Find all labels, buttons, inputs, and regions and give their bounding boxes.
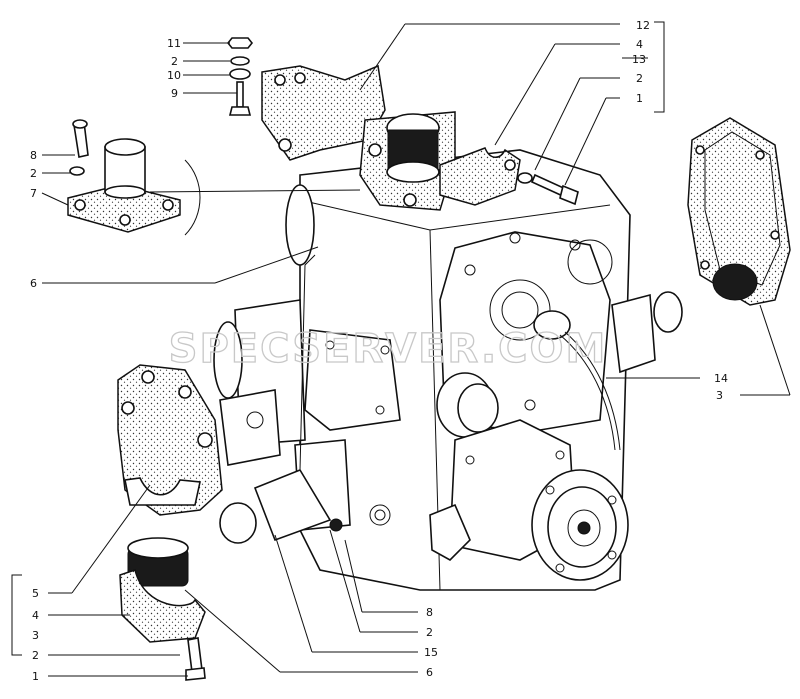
callout-3-bottom: 3 bbox=[32, 629, 39, 642]
callout-15: 15 bbox=[424, 646, 438, 659]
callout-6-left: 6 bbox=[30, 277, 37, 290]
callout-6-bottom: 6 bbox=[426, 666, 433, 679]
left-support-bracket bbox=[117, 364, 223, 516]
callout-10: 10 bbox=[167, 69, 181, 82]
callout-2-bottom-left: 2 bbox=[32, 649, 39, 662]
callout-2-bottom: 2 bbox=[426, 626, 433, 639]
callout-4-top: 4 bbox=[636, 38, 643, 51]
callout-1-bottom-left: 1 bbox=[32, 670, 39, 683]
leader-lines bbox=[11, 21, 791, 677]
right-side-cover bbox=[687, 117, 791, 306]
callout-11: 11 bbox=[167, 37, 181, 50]
callout-14: 14 bbox=[714, 372, 728, 385]
callout-8-bottom: 8 bbox=[426, 606, 433, 619]
top-mount-bracket bbox=[261, 64, 521, 211]
callout-5: 5 bbox=[32, 587, 39, 600]
bolt-stack-top bbox=[226, 37, 254, 116]
callout-3-right: 3 bbox=[716, 389, 723, 402]
callout-4-bottom: 4 bbox=[32, 609, 39, 622]
right-bolt-washer bbox=[517, 172, 579, 206]
callout-8-left: 8 bbox=[30, 149, 37, 162]
left-cap-assembly bbox=[67, 119, 201, 236]
watermark-text: SPECSERVER.COM bbox=[169, 326, 608, 372]
callout-2-top-left: 2 bbox=[171, 55, 178, 68]
callout-2-left: 2 bbox=[30, 167, 37, 180]
lower-bearing-clamp bbox=[119, 537, 206, 681]
callout-13: 13 bbox=[632, 53, 646, 66]
callout-9: 9 bbox=[171, 87, 178, 100]
callout-2-top-right: 2 bbox=[636, 72, 643, 85]
callout-labels: 12 4 13 2 1 11 2 10 9 8 2 7 6 14 3 5 4 3… bbox=[30, 19, 728, 683]
callout-7: 7 bbox=[30, 187, 37, 200]
callout-12: 12 bbox=[636, 19, 650, 32]
callout-1-top-right: 1 bbox=[636, 92, 643, 105]
gearbox-housing bbox=[213, 149, 683, 591]
